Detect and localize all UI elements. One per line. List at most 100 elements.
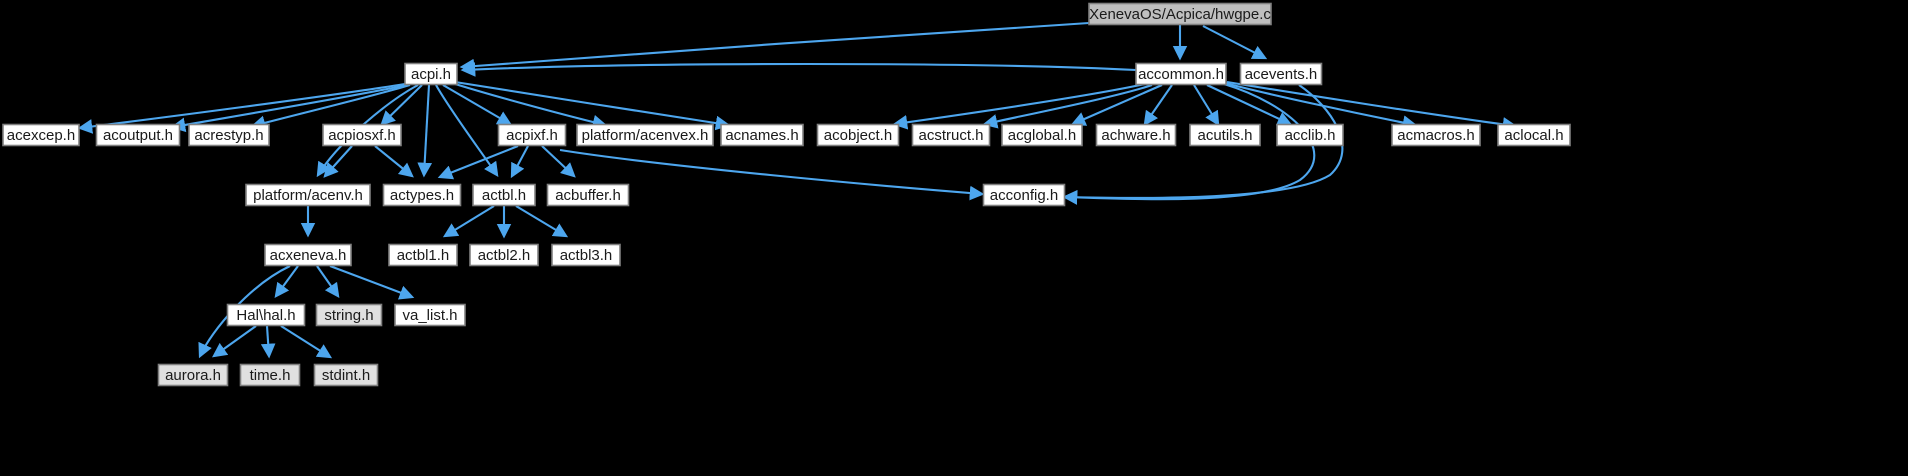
edge-hwgpe-to-acevents [1202, 25, 1268, 60]
node-label: actbl3.h [560, 247, 613, 264]
node-box[interactable] [157, 363, 229, 387]
node-va_list[interactable]: va_list.h [394, 303, 466, 327]
node-box[interactable] [1095, 123, 1177, 147]
node-label: acutils.h [1197, 127, 1252, 144]
edge-actbl-to-actbl3 [515, 205, 569, 238]
node-acxeneva[interactable]: acxeneva.h [264, 243, 352, 267]
node-box[interactable] [546, 183, 630, 207]
node-box[interactable] [188, 123, 270, 147]
node-box[interactable] [1497, 123, 1571, 147]
edge-acpiosxf-to-acenv [323, 145, 353, 178]
node-box[interactable] [816, 123, 900, 147]
node-acenv[interactable]: platform/acenv.h [245, 183, 371, 207]
edge-accommon-to-achware [1143, 84, 1173, 127]
node-acrestyp[interactable]: acrestyp.h [188, 123, 270, 147]
node-actbl1[interactable]: actbl1.h [388, 243, 458, 267]
edge-acpi-to-acoutput [170, 83, 408, 133]
node-stdint[interactable]: stdint.h [313, 363, 379, 387]
node-box[interactable] [1276, 123, 1344, 147]
node-acpiosxf[interactable]: acpiosxf.h [322, 123, 402, 147]
edge-accommon-to-acglobal [1070, 84, 1163, 126]
node-label: aclocal.h [1504, 127, 1563, 144]
node-label: aurora.h [165, 367, 221, 384]
node-acexcep[interactable]: acexcep.h [2, 123, 80, 147]
node-acobject[interactable]: acobject.h [816, 123, 900, 147]
node-label: acmacros.h [1397, 127, 1475, 144]
node-box[interactable] [322, 123, 402, 147]
node-achware[interactable]: achware.h [1095, 123, 1177, 147]
node-acconfig[interactable]: acconfig.h [982, 183, 1066, 207]
node-aurora[interactable]: aurora.h [157, 363, 229, 387]
node-stringh[interactable]: string.h [315, 303, 383, 327]
node-box[interactable] [1189, 123, 1261, 147]
node-box[interactable] [382, 183, 462, 207]
node-box[interactable] [469, 243, 539, 267]
edge-halhal-to-aurora [212, 325, 257, 358]
node-actbl[interactable]: actbl.h [472, 183, 536, 207]
edge-acpixf-to-actbl [510, 145, 529, 179]
node-aclocal[interactable]: aclocal.h [1497, 123, 1571, 147]
node-box[interactable] [1135, 62, 1227, 86]
node-label: XenevaOS/Acpica/hwgpe.c [1089, 6, 1271, 23]
node-actbl2[interactable]: actbl2.h [469, 243, 539, 267]
node-acglobal[interactable]: acglobal.h [1001, 123, 1083, 147]
node-box[interactable] [497, 123, 567, 147]
node-actypes[interactable]: actypes.h [382, 183, 462, 207]
node-box[interactable] [1001, 123, 1083, 147]
node-acnames[interactable]: acnames.h [720, 123, 804, 147]
node-box[interactable] [2, 123, 80, 147]
edge-halhal-to-stdint [280, 325, 333, 359]
node-label: acoutput.h [103, 127, 173, 144]
node-label: acclib.h [1285, 127, 1336, 144]
edge-actbl-to-actbl1 [442, 205, 495, 238]
node-box[interactable] [911, 123, 991, 147]
node-box[interactable] [394, 303, 466, 327]
node-acclib[interactable]: acclib.h [1276, 123, 1344, 147]
node-acutils[interactable]: acutils.h [1189, 123, 1261, 147]
node-box[interactable] [1391, 123, 1481, 147]
node-box[interactable] [226, 303, 306, 327]
node-box[interactable] [388, 243, 458, 267]
node-box[interactable] [551, 243, 621, 267]
edge-halhal-to-timeh [260, 325, 276, 359]
edge-accommon-to-acmacros [1224, 81, 1418, 130]
node-box[interactable] [1239, 62, 1323, 86]
edge-acpiosxf-to-actypes [374, 145, 414, 178]
node-box[interactable] [1088, 2, 1272, 26]
node-accommon[interactable]: accommon.h [1135, 62, 1227, 86]
node-acoutput[interactable]: acoutput.h [95, 123, 181, 147]
node-box[interactable] [982, 183, 1066, 207]
node-box[interactable] [315, 303, 383, 327]
node-box[interactable] [404, 62, 458, 86]
node-acbuffer[interactable]: acbuffer.h [546, 183, 630, 207]
node-hwgpe[interactable]: XenevaOS/Acpica/hwgpe.c [1088, 2, 1272, 26]
edge-accommon-to-aclocal [1226, 80, 1518, 132]
node-box[interactable] [720, 123, 804, 147]
node-box[interactable] [313, 363, 379, 387]
node-box[interactable] [245, 183, 371, 207]
node-label: Hal\hal.h [236, 307, 295, 324]
node-acpi[interactable]: acpi.h [404, 62, 458, 86]
edge-accommon-to-acconfig [1062, 82, 1316, 205]
node-acstruct[interactable]: acstruct.h [911, 123, 991, 147]
node-acpixf[interactable]: acpixf.h [497, 123, 567, 147]
node-actbl3[interactable]: actbl3.h [551, 243, 621, 267]
edge-accommon-to-acclib [1206, 84, 1293, 126]
node-box[interactable] [264, 243, 352, 267]
node-label: acobject.h [824, 127, 892, 144]
node-box[interactable] [472, 183, 536, 207]
node-box[interactable] [239, 363, 301, 387]
node-acmacros[interactable]: acmacros.h [1391, 123, 1481, 147]
node-timeh[interactable]: time.h [239, 363, 301, 387]
node-acevents[interactable]: acevents.h [1239, 62, 1323, 86]
edge-hwgpe-to-acpi [459, 21, 1090, 74]
node-label: acnames.h [725, 127, 798, 144]
node-halhal[interactable]: Hal\hal.h [226, 303, 306, 327]
node-label: acexcep.h [7, 127, 75, 144]
node-box[interactable] [95, 123, 181, 147]
edge-acpi-to-acexcep [77, 82, 406, 134]
edge-acpi-to-actbl [435, 84, 499, 178]
node-acenvex[interactable]: platform/acenvex.h [576, 123, 714, 147]
node-box[interactable] [576, 123, 714, 147]
